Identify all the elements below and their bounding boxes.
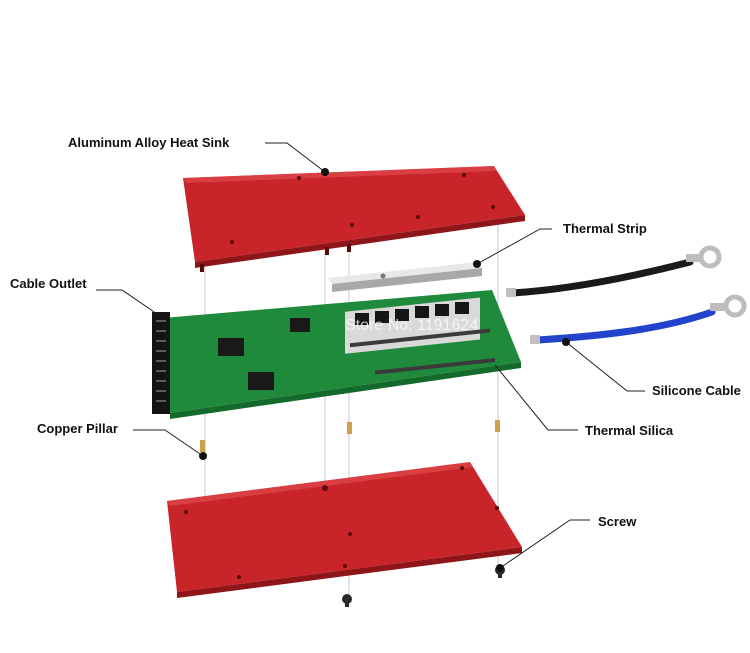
- ic-chip: [248, 372, 274, 390]
- label-screw: Screw: [598, 514, 637, 529]
- resistor-rows: [350, 328, 495, 375]
- store-watermark: Store No: 1191624: [345, 317, 478, 334]
- label-cable-outlet: Cable Outlet: [10, 276, 87, 291]
- copper-pillars: [200, 420, 500, 452]
- thermal-strip: [328, 262, 482, 292]
- ic-chip: [218, 338, 244, 356]
- label-copper-pillar: Copper Pillar: [37, 421, 118, 436]
- blue-cable: [530, 294, 747, 344]
- mosfet-row: [355, 302, 469, 325]
- cable-outlet-connector: [152, 312, 170, 414]
- bottom-heat-sink: [167, 462, 522, 598]
- label-heat-sink: Aluminum Alloy Heat Sink: [68, 135, 230, 150]
- label-thermal-silica: Thermal Silica: [585, 423, 674, 438]
- ic-chip: [290, 318, 310, 332]
- leader-dots: [199, 168, 570, 572]
- pcb-board: [152, 290, 521, 419]
- label-thermal-strip: Thermal Strip: [563, 221, 647, 236]
- label-silicone-cable: Silicone Cable: [652, 383, 741, 398]
- black-cable: [506, 245, 722, 297]
- top-heat-sink: [183, 166, 525, 272]
- leader-lines: [96, 142, 645, 569]
